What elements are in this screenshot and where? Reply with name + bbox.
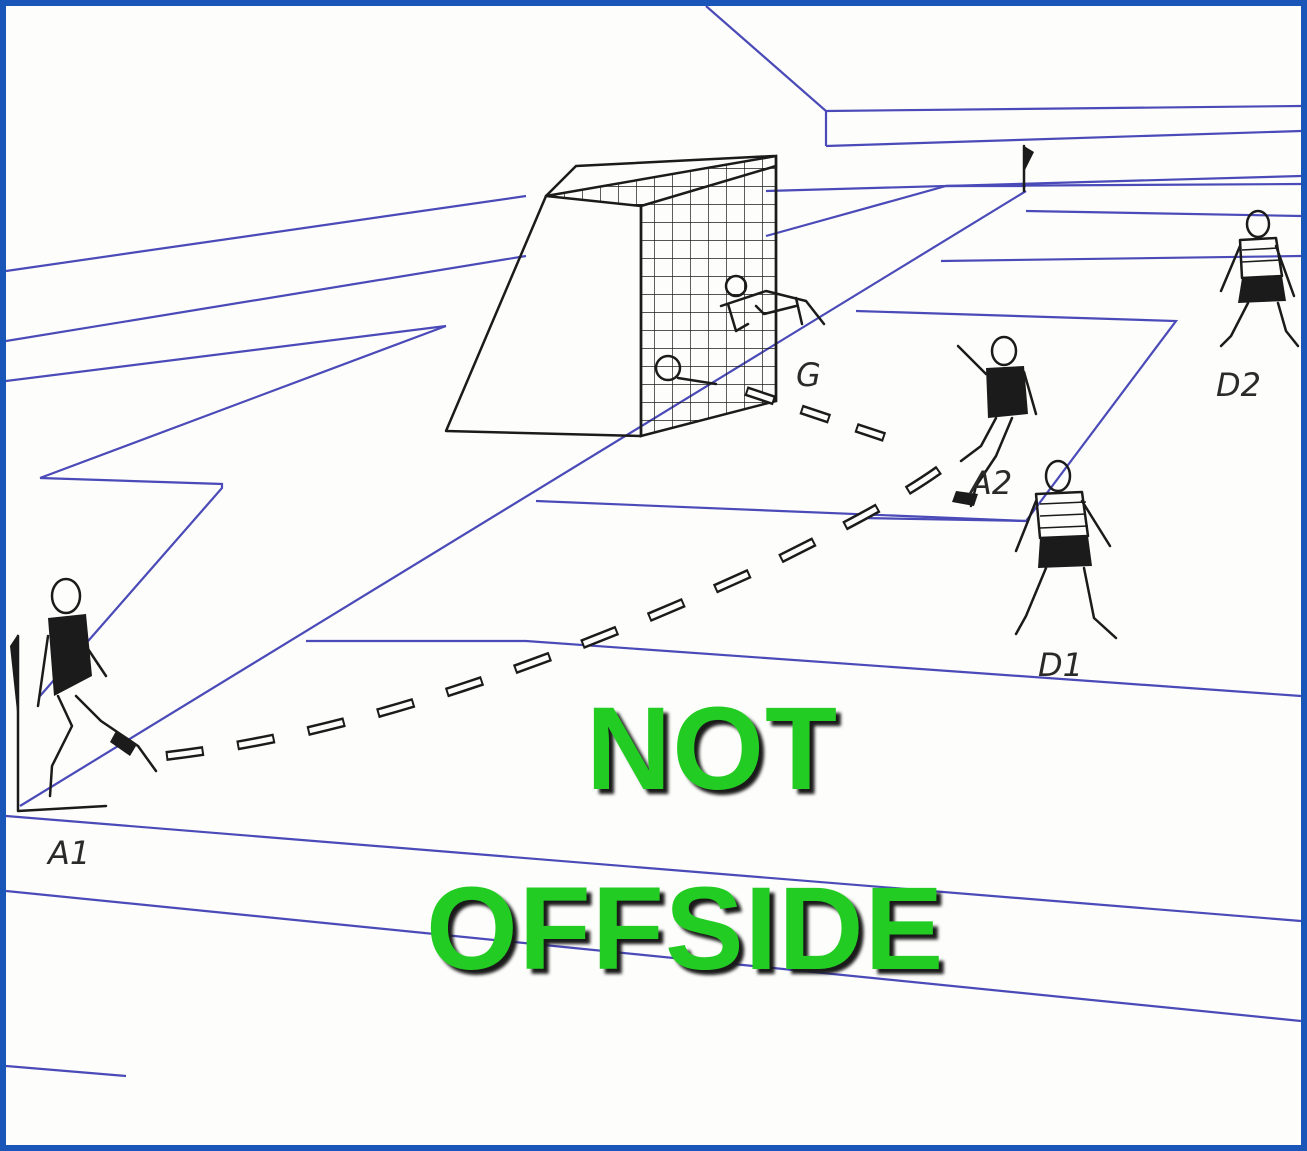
label-d1: D1 bbox=[1038, 646, 1083, 684]
verdict-line-2: OFFSIDE bbox=[426, 870, 944, 988]
attacker-a1-figure bbox=[38, 579, 156, 796]
defender-d2-figure bbox=[1221, 211, 1298, 346]
label-g: G bbox=[796, 356, 821, 394]
slide-frame: A1 A2 G D1 D2 NOT OFFSIDE bbox=[6, 6, 1301, 1145]
label-d2: D2 bbox=[1216, 366, 1261, 404]
goal-net bbox=[446, 156, 776, 436]
defender-d1-figure bbox=[1016, 461, 1116, 638]
label-a1: A1 bbox=[46, 834, 90, 872]
verdict-line-1: NOT bbox=[586, 690, 838, 808]
label-a2: A2 bbox=[968, 464, 1012, 502]
